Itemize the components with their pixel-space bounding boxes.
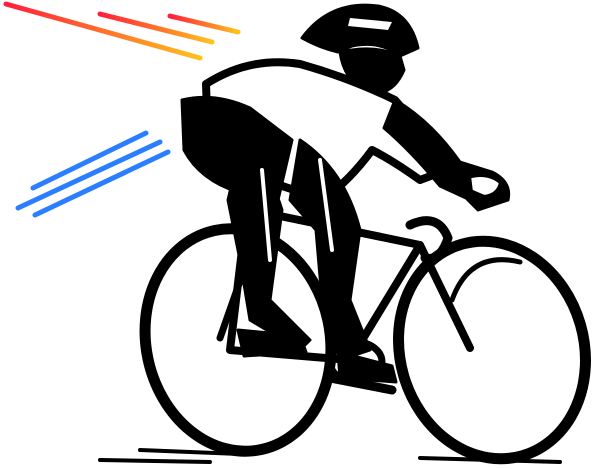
leg-highlight (260, 158, 334, 262)
speed-line (97, 11, 215, 45)
front-wheel (393, 235, 591, 465)
handlebar (405, 216, 453, 264)
speed-lines-cool (15, 130, 171, 218)
shoe-front (336, 350, 398, 384)
speed-line (15, 139, 163, 211)
helmet (300, 3, 420, 58)
speed-line (32, 149, 171, 218)
ground-shadow (98, 448, 562, 464)
shoe-rear (236, 328, 308, 358)
helmet-vent (348, 18, 392, 30)
pedal (325, 373, 397, 395)
glove (465, 171, 505, 201)
speed-line (3, 1, 203, 61)
front-rim-inner (449, 257, 523, 303)
speed-line (167, 13, 241, 35)
speed-line (30, 130, 149, 191)
speed-lines-warm (3, 1, 241, 61)
rider (180, 3, 511, 384)
